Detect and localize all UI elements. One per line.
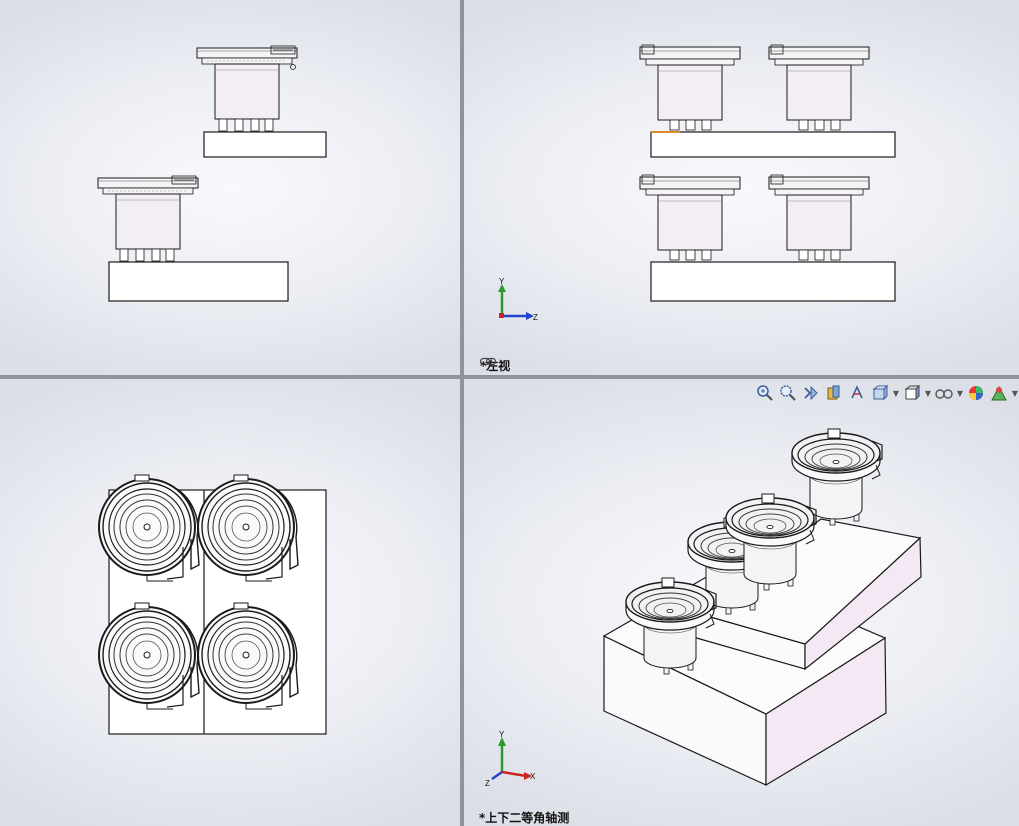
view-name: *上下二等角轴测 xyxy=(479,811,570,825)
view-name: *左视 xyxy=(480,359,511,373)
edit-appearance-icon[interactable] xyxy=(965,383,987,403)
heads-up-view-toolbar: ▼ ▼ ▼ ▼ xyxy=(754,382,1019,404)
section-view-icon[interactable] xyxy=(823,383,845,403)
upper-base-plate xyxy=(650,131,896,158)
hide-show-items-dropdown[interactable]: ▼ xyxy=(956,388,964,398)
viewport-front[interactable] xyxy=(0,0,460,375)
lower-base-plate xyxy=(650,261,896,302)
apply-scene-icon[interactable] xyxy=(988,383,1010,403)
zoom-to-area-icon[interactable] xyxy=(777,383,799,403)
left-view-model: Y Z xyxy=(498,44,896,322)
viewport-divider-vertical[interactable] xyxy=(460,0,464,826)
dynamic-annotation-icon[interactable] xyxy=(846,383,868,403)
svg-text:Z: Z xyxy=(533,313,538,322)
viewport-left[interactable]: Y Z *左视 xyxy=(464,0,1019,375)
hide-show-items-icon[interactable] xyxy=(933,383,955,403)
link-view-icon xyxy=(480,357,496,366)
view-orientation-dropdown[interactable]: ▼ xyxy=(892,388,900,398)
viewport-divider-horizontal[interactable] xyxy=(0,375,1019,379)
zoom-to-fit-icon[interactable] xyxy=(754,383,776,403)
top-view-model xyxy=(98,474,327,735)
svg-text:Y: Y xyxy=(499,277,505,286)
upper-feeder-2 xyxy=(768,44,870,131)
lower-feeder-2 xyxy=(768,174,870,261)
front-view-model xyxy=(97,45,327,302)
display-style-icon[interactable] xyxy=(901,383,923,403)
lower-feeder-1 xyxy=(639,174,741,261)
upper-feeder xyxy=(196,45,298,132)
view-label-iso: *上下二等角轴测 xyxy=(479,809,569,826)
lower-feeder xyxy=(97,175,199,262)
viewport-isometric[interactable]: ▼ ▼ ▼ ▼ xyxy=(464,379,1019,826)
svg-text:Z: Z xyxy=(485,779,490,788)
upper-feeder-1 xyxy=(639,44,741,131)
display-style-dropdown[interactable]: ▼ xyxy=(924,388,932,398)
view-orientation-icon[interactable] xyxy=(869,383,891,403)
iso-triad: Y X Z xyxy=(485,730,536,788)
view-triad: Y Z xyxy=(498,277,538,322)
apply-scene-dropdown[interactable]: ▼ xyxy=(1011,388,1019,398)
lower-base-plate xyxy=(108,261,289,302)
view-label-left: *左视 xyxy=(480,357,510,374)
isometric-model: Y X Z xyxy=(485,428,922,788)
previous-view-icon[interactable] xyxy=(800,383,822,403)
svg-text:Y: Y xyxy=(499,730,505,739)
upper-base-plate xyxy=(203,131,327,158)
viewport-top[interactable] xyxy=(0,379,460,826)
upper-base-slab xyxy=(691,518,922,671)
svg-text:X: X xyxy=(530,772,536,781)
